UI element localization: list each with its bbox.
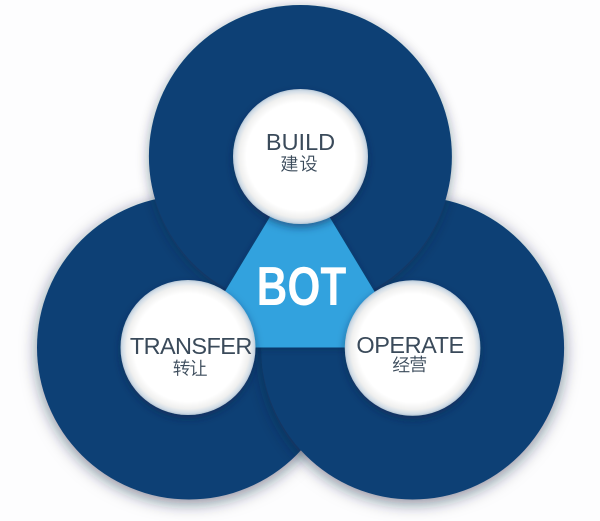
svg-text:OPERATE: OPERATE — [356, 332, 463, 358]
svg-text:BOT: BOT — [257, 257, 347, 317]
svg-text:BUILD: BUILD — [266, 129, 335, 155]
svg-text:TRANSFER: TRANSFER — [130, 333, 252, 359]
